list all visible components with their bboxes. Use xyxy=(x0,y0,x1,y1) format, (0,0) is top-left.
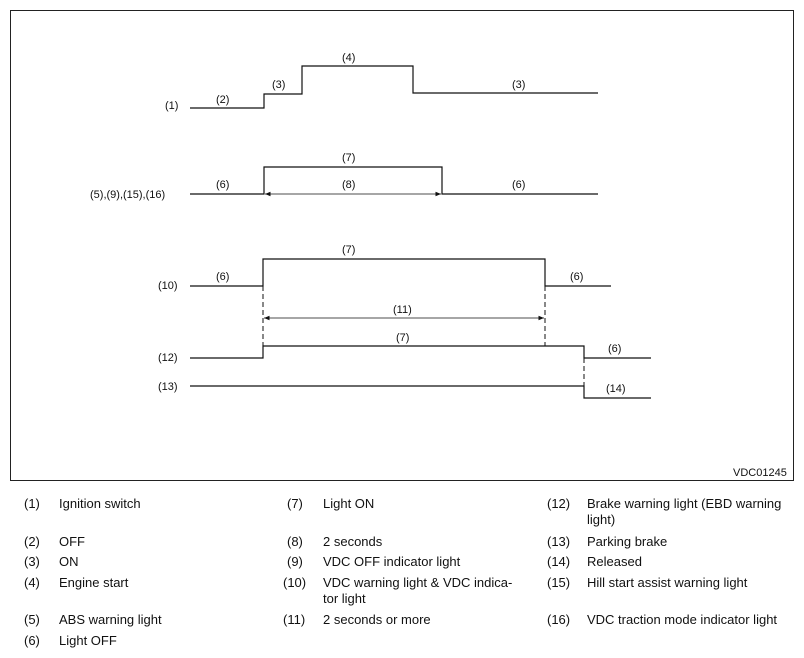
legend-num: (11) xyxy=(283,612,306,627)
abs-group-waveform xyxy=(190,166,598,195)
row-label-parking-brake: (13) xyxy=(158,381,178,393)
legend-text: Hill start assist warning light xyxy=(587,575,748,590)
legend-text: VDC OFF indicator light xyxy=(323,554,461,569)
legend-text: 2 seconds or more xyxy=(323,612,431,627)
seg-label-two-seconds-or-more: (11) xyxy=(393,304,412,316)
legend-num: (15) xyxy=(547,575,571,590)
legend-text: ON xyxy=(59,554,79,569)
brake-warning-waveform xyxy=(190,345,651,359)
diagram-frame xyxy=(10,10,794,481)
seg-label-on-after: (3) xyxy=(512,79,525,91)
legend-num: (14) xyxy=(547,554,571,569)
seg-label-engine-start: (4) xyxy=(342,52,355,64)
legend-text: VDC traction mode indicator light xyxy=(587,612,778,627)
row-vdc-warning: (10) (6) (7) (6) (11) xyxy=(158,244,611,346)
legend-text: Ignition switch xyxy=(59,496,141,511)
legend-text: ABS warning light xyxy=(59,612,162,627)
row-parking-brake: (13) (14) xyxy=(158,381,651,399)
legend-text: OFF xyxy=(59,534,85,549)
legend-text: Engine start xyxy=(59,575,129,590)
legend-num: (3) xyxy=(24,554,40,569)
row-label-ignition: (1) xyxy=(165,100,178,112)
seg-label-light-on: (7) xyxy=(342,152,355,164)
row-label-vdc-warning: (10) xyxy=(158,280,178,292)
legend-num: (6) xyxy=(24,633,40,648)
legend-text: VDC warning light & VDC indica- tor ligh… xyxy=(323,575,513,606)
ignition-waveform xyxy=(190,65,598,109)
row-brake-warning: (12) (7) (6) xyxy=(158,332,651,398)
legend-num: (16) xyxy=(547,612,571,627)
legend-num: (2) xyxy=(24,534,40,549)
legend-num: (8) xyxy=(287,534,303,549)
legend: (1) Ignition switch (2) OFF (3) ON (4) E… xyxy=(0,490,804,658)
legend-num: (1) xyxy=(24,496,40,511)
seg-label-vdc-off-before: (6) xyxy=(216,271,229,283)
row-abs-group: (5),(9),(15),(16) (6) (7) (8) (6) xyxy=(90,152,598,201)
timing-diagram: (1) (2) (3) (4) (3) (5),(9),(15),(16) (6… xyxy=(10,10,794,481)
row-ignition-switch: (1) (2) (3) (4) (3) xyxy=(165,52,598,112)
seg-label-vdc-on: (7) xyxy=(342,244,355,256)
seg-label-two-seconds: (8) xyxy=(342,179,355,191)
parking-brake-waveform xyxy=(190,385,651,399)
seg-label-released: (14) xyxy=(606,383,626,395)
legend-text: Released xyxy=(587,554,642,569)
legend-num: (5) xyxy=(24,612,40,627)
vdc-warning-waveform xyxy=(190,258,611,287)
legend-num: (4) xyxy=(24,575,40,590)
figure-id: VDC01245 xyxy=(733,467,787,479)
legend-text: Brake warning light (EBD warning light) xyxy=(587,496,782,527)
legend-num: (10) xyxy=(283,575,307,590)
legend-num: (13) xyxy=(547,534,571,549)
legend-num: (7) xyxy=(287,496,303,511)
row-label-abs-group: (5),(9),(15),(16) xyxy=(90,189,165,201)
legend-num: (9) xyxy=(287,554,303,569)
seg-label-brake-on: (7) xyxy=(396,332,409,344)
seg-label-vdc-off-after: (6) xyxy=(570,271,583,283)
seg-label-light-off-after: (6) xyxy=(512,179,525,191)
seg-label-light-off-before: (6) xyxy=(216,179,229,191)
legend-text: Light ON xyxy=(323,496,375,511)
legend-text: Light OFF xyxy=(59,633,117,648)
legend-text: 2 seconds xyxy=(323,534,383,549)
row-label-brake-warning: (12) xyxy=(158,352,178,364)
seg-label-brake-off-after: (6) xyxy=(608,343,621,355)
legend-text: Parking brake xyxy=(587,534,668,549)
legend-num: (12) xyxy=(547,496,571,511)
seg-label-off: (2) xyxy=(216,94,229,106)
seg-label-on-before: (3) xyxy=(272,79,285,91)
